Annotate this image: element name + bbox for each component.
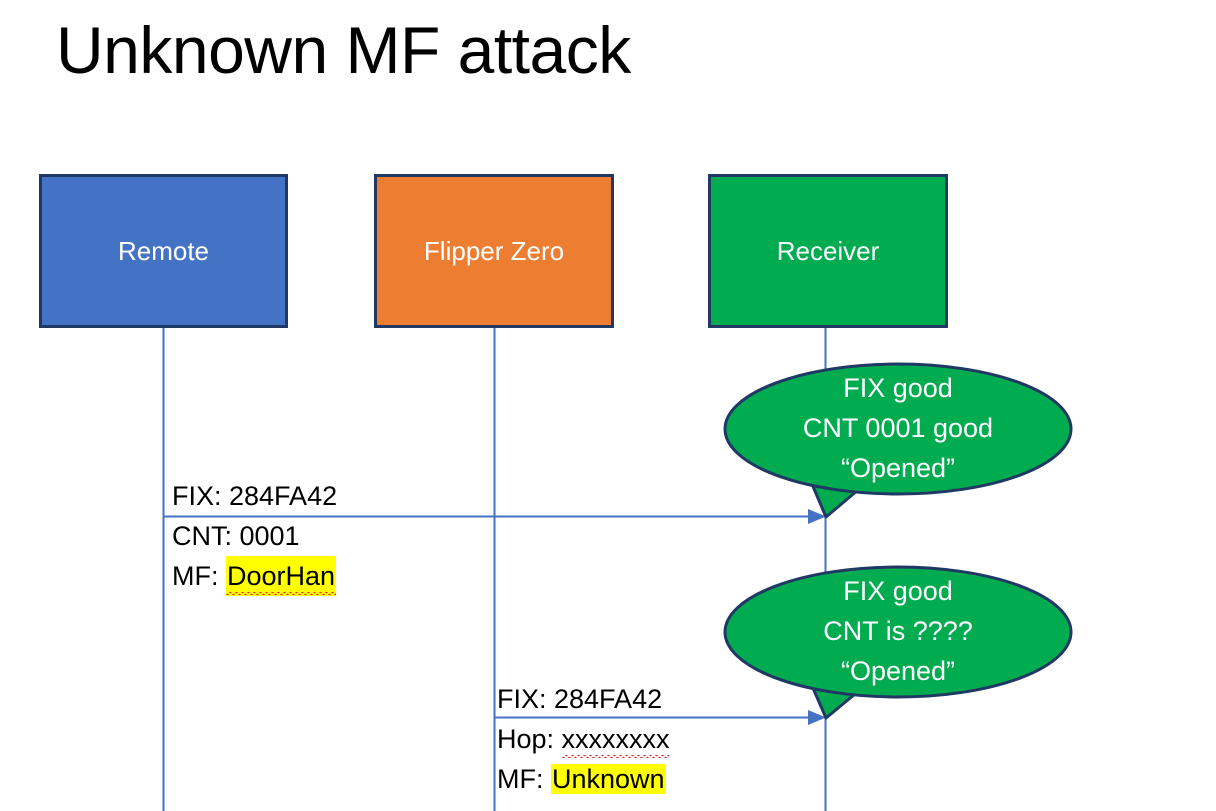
message-1-fix-text: FIX: 284FA42	[172, 481, 338, 511]
actor-label-receiver: Receiver	[776, 236, 880, 266]
message-2-mf-value: Unknown	[551, 764, 666, 794]
actor-label-flipper: Flipper Zero	[423, 236, 565, 266]
callout-2-line-2: CNT is ????	[823, 616, 973, 646]
callout-2-text: FIX good CNT is ???? “Opened”	[724, 571, 1072, 691]
message-arrow-1-head	[808, 509, 826, 524]
message-2-hop-value: xxxxxxxx	[561, 719, 670, 759]
callout-2-line-3: “Opened”	[840, 656, 956, 686]
message-1-label-top: FIX: 284FA42	[172, 476, 337, 516]
message-1-cnt-value: 0001	[239, 521, 300, 551]
message-2-hop-prefix: Hop:	[497, 724, 562, 754]
message-1-mf-value: DoorHan	[226, 556, 337, 596]
callout-1-line-1: FIX good	[843, 373, 953, 403]
message-1-mf-line: MF: DoorHan	[172, 556, 337, 596]
actor-box-receiver[interactable]: Receiver	[708, 174, 948, 328]
message-2-mf-line: MF: Unknown	[497, 759, 670, 799]
message-arrow-2-head	[808, 710, 826, 725]
actor-box-remote[interactable]: Remote	[39, 174, 288, 328]
message-1-label-bottom: CNT: 0001 MF: DoorHan	[172, 516, 337, 596]
message-2-label-top: FIX: 284FA42	[497, 679, 662, 719]
callout-1	[723, 362, 1073, 519]
callout-2	[723, 565, 1073, 720]
callout-1-text: FIX good CNT 0001 good “Opened”	[724, 368, 1072, 488]
message-1-cnt-line: CNT: 0001	[172, 516, 336, 556]
callout-1-bubble	[723, 362, 1073, 496]
message-2-fix-text: FIX: 284FA42	[497, 684, 663, 714]
callout-2-line-1: FIX good	[843, 576, 953, 606]
message-1-mf-prefix: MF:	[172, 561, 226, 591]
message-2-hop-line: Hop: xxxxxxxx	[497, 719, 670, 759]
actor-box-flipper[interactable]: Flipper Zero	[374, 174, 614, 328]
message-1-cnt-prefix: CNT:	[172, 521, 240, 551]
message-2-mf-prefix: MF:	[497, 764, 551, 794]
actor-label-remote: Remote	[117, 236, 210, 266]
page-title: Unknown MF attack	[56, 13, 631, 87]
message-2-label-bottom: Hop: xxxxxxxx MF: Unknown	[497, 719, 670, 799]
callout-2-bubble	[723, 565, 1073, 699]
callout-1-line-2: CNT 0001 good	[802, 413, 994, 443]
callout-1-line-3: “Opened”	[840, 453, 956, 483]
